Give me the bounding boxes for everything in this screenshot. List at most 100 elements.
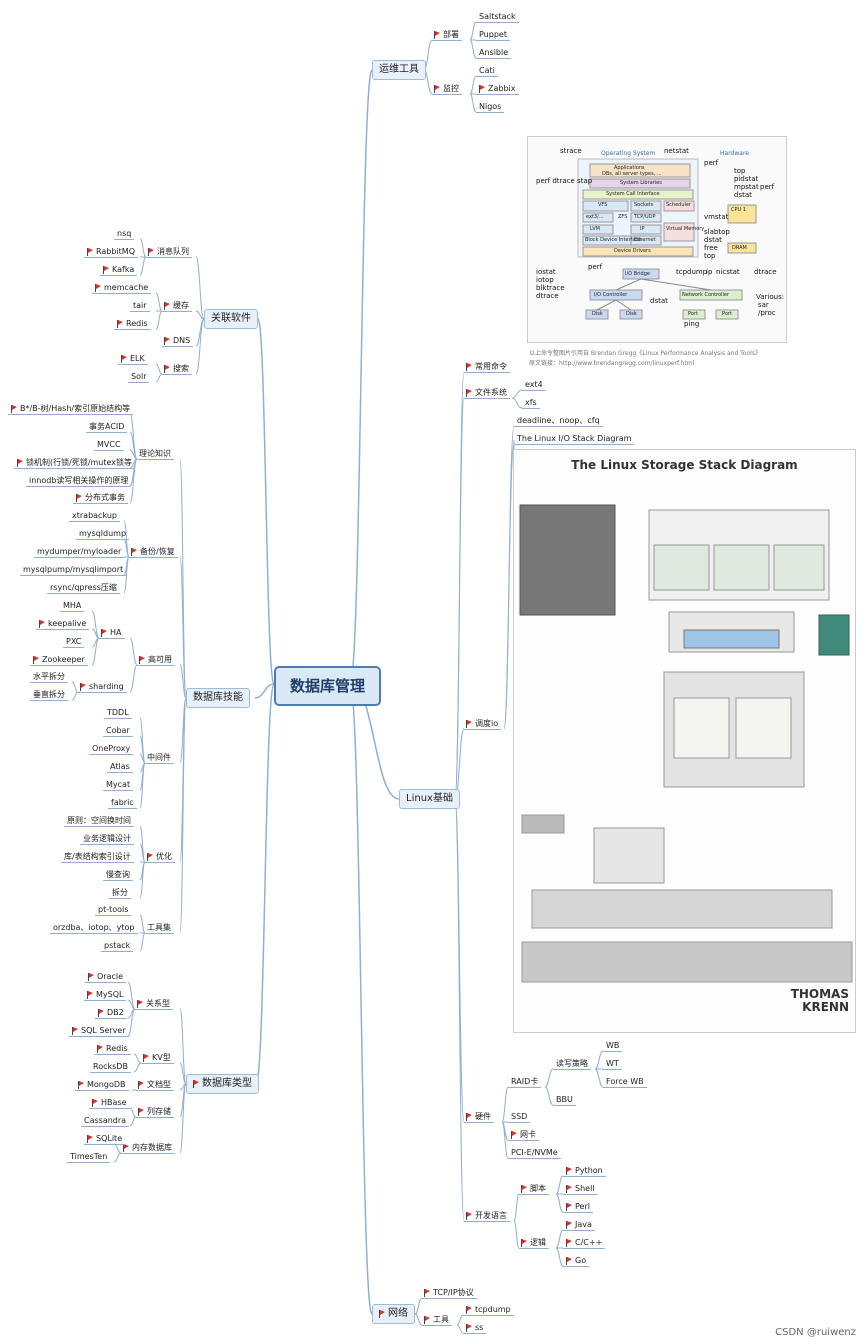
mq-node[interactable]: 消息队列	[146, 246, 192, 258]
sharding-item[interactable]: 垂直拆分	[30, 689, 68, 701]
fs-item[interactable]: xfs	[522, 397, 540, 409]
fs-item[interactable]: ext4	[522, 379, 546, 391]
dev-node[interactable]: 开发语言	[464, 1210, 510, 1222]
monitor-item[interactable]: Zabbix	[476, 83, 519, 95]
policy-item[interactable]: WB	[603, 1040, 623, 1052]
deploy-item[interactable]: Ansible	[476, 47, 512, 59]
search-item[interactable]: Solr	[128, 371, 150, 383]
cache-item[interactable]: tair	[130, 300, 150, 312]
doc-node[interactable]: 文档型	[136, 1079, 174, 1091]
middleware-node[interactable]: 中间件	[145, 752, 174, 764]
optimize-item[interactable]: 业务逻辑设计	[80, 833, 134, 845]
monitor-item[interactable]: Nigos	[476, 101, 505, 113]
net-tool-item[interactable]: tcpdump	[463, 1304, 514, 1316]
kv-item[interactable]: Redis	[94, 1043, 131, 1055]
monitor-item[interactable]: Cati	[476, 65, 498, 77]
middleware-item[interactable]: Mycat	[103, 779, 134, 791]
middleware-item[interactable]: TDDL	[104, 707, 132, 719]
logic-item[interactable]: Java	[563, 1219, 595, 1231]
bbu-node[interactable]: BBU	[553, 1094, 576, 1106]
theory-item[interactable]: MVCC	[94, 439, 124, 451]
relational-item[interactable]: MySQL	[84, 989, 127, 1001]
policy-item[interactable]: Force WB	[603, 1076, 647, 1088]
tools-item[interactable]: pstack	[101, 940, 134, 952]
script-item[interactable]: Shell	[563, 1183, 598, 1195]
memory-item[interactable]: SQLite	[84, 1133, 126, 1145]
hw-item[interactable]: 网卡	[508, 1129, 539, 1141]
io-node[interactable]: 调度io	[464, 718, 502, 730]
mq-item[interactable]: RabbitMQ	[84, 246, 138, 258]
optimize-item[interactable]: 库/表结构索引设计	[61, 851, 134, 863]
backup-item[interactable]: rsync/qpress压缩	[47, 582, 120, 594]
sharding-item[interactable]: 水平拆分	[30, 671, 68, 683]
io-item[interactable]: deadline、noop、cfq	[514, 415, 603, 427]
memory-item[interactable]: TimesTen	[67, 1151, 111, 1163]
mq-item[interactable]: Kafka	[100, 264, 138, 276]
deploy-node[interactable]: 部署	[432, 29, 462, 41]
ha-item[interactable]: keepalive	[36, 618, 90, 630]
relational-item[interactable]: Oracle	[85, 971, 127, 983]
column-item[interactable]: Cassandra	[81, 1115, 130, 1127]
relational-node[interactable]: 关系型	[135, 998, 173, 1010]
backup-item[interactable]: mysqldump	[76, 528, 130, 540]
cache-item[interactable]: memcache	[92, 282, 152, 294]
types-node[interactable]: 数据库类型	[186, 1074, 259, 1094]
deploy-item[interactable]: Saltstack	[476, 11, 519, 23]
cache-item[interactable]: Redis	[114, 318, 151, 330]
memory-node[interactable]: 内存数据库	[121, 1142, 175, 1154]
theory-item[interactable]: 锁机制(行锁/死锁/mutex锁等	[14, 457, 136, 469]
optimize-item[interactable]: 原则：空间换时间	[64, 815, 134, 827]
script-item[interactable]: Python	[563, 1165, 606, 1177]
linux-node[interactable]: Linux基础	[399, 789, 460, 809]
theory-item[interactable]: 事务ACID	[86, 421, 128, 433]
net-tool-item[interactable]: ss	[463, 1322, 487, 1334]
optimize-item[interactable]: 拆分	[109, 887, 131, 899]
tools-item[interactable]: orzdba、iotop、ytop	[50, 922, 138, 934]
middleware-item[interactable]: Atlas	[107, 761, 133, 773]
tech-node[interactable]: 数据库技能	[186, 688, 250, 708]
raid-node[interactable]: RAID卡	[508, 1076, 542, 1088]
search-node[interactable]: 搜索	[162, 363, 192, 375]
tools-node[interactable]: 工具集	[145, 922, 174, 934]
column-item[interactable]: HBase	[89, 1097, 130, 1109]
ops-node[interactable]: 运维工具	[372, 60, 426, 80]
theory-node[interactable]: 理论知识	[137, 448, 174, 460]
kv-item[interactable]: RocksDB	[90, 1061, 131, 1073]
ha-item[interactable]: MHA	[60, 600, 85, 612]
mq-item[interactable]: nsq	[114, 228, 135, 240]
script-node[interactable]: 脚本	[519, 1183, 549, 1195]
logic-item[interactable]: Go	[563, 1255, 590, 1267]
optimize-node[interactable]: 优化	[145, 851, 175, 863]
relational-item[interactable]: SQL Server	[69, 1025, 129, 1037]
doc-item[interactable]: MongoDB	[75, 1079, 129, 1091]
related-node[interactable]: 关联软件	[204, 309, 258, 329]
backup-item[interactable]: xtrabackup	[69, 510, 120, 522]
relational-item[interactable]: DB2	[95, 1007, 127, 1019]
theory-item[interactable]: 分布式事务	[73, 492, 128, 504]
kv-node[interactable]: KV型	[141, 1052, 174, 1064]
logic-node[interactable]: 逻辑	[519, 1237, 549, 1249]
net-tools-node[interactable]: 工具	[422, 1314, 452, 1326]
theory-item[interactable]: B*/B-树/Hash/索引原始结构等	[8, 403, 134, 415]
backup-item[interactable]: mydumper/myloader	[34, 546, 125, 558]
optimize-item[interactable]: 慢查询	[103, 869, 133, 881]
monitor-node[interactable]: 监控	[432, 83, 462, 95]
logic-item[interactable]: C/C++	[563, 1237, 606, 1249]
cmd-node[interactable]: 常用命令	[464, 361, 510, 373]
column-node[interactable]: 列存储	[136, 1106, 174, 1118]
ha-node[interactable]: HA	[99, 627, 125, 639]
hw-node[interactable]: 硬件	[464, 1111, 494, 1123]
io-item[interactable]: The Linux I/O Stack Diagram	[514, 433, 635, 445]
cache-node[interactable]: 缓存	[162, 300, 192, 312]
policy-item[interactable]: WT	[603, 1058, 622, 1070]
script-item[interactable]: Perl	[563, 1201, 593, 1213]
middleware-item[interactable]: Cobar	[103, 725, 133, 737]
middleware-item[interactable]: fabric	[108, 797, 137, 809]
backup-node[interactable]: 备份/恢复	[129, 546, 178, 558]
ha-group-node[interactable]: 高可用	[137, 654, 175, 666]
hw-item[interactable]: PCI-E/NVMe	[508, 1147, 561, 1159]
deploy-item[interactable]: Puppet	[476, 29, 510, 41]
hw-item[interactable]: SSD	[508, 1111, 531, 1123]
policy-node[interactable]: 读写策略	[553, 1058, 591, 1070]
tools-item[interactable]: pt-tools	[95, 904, 132, 916]
